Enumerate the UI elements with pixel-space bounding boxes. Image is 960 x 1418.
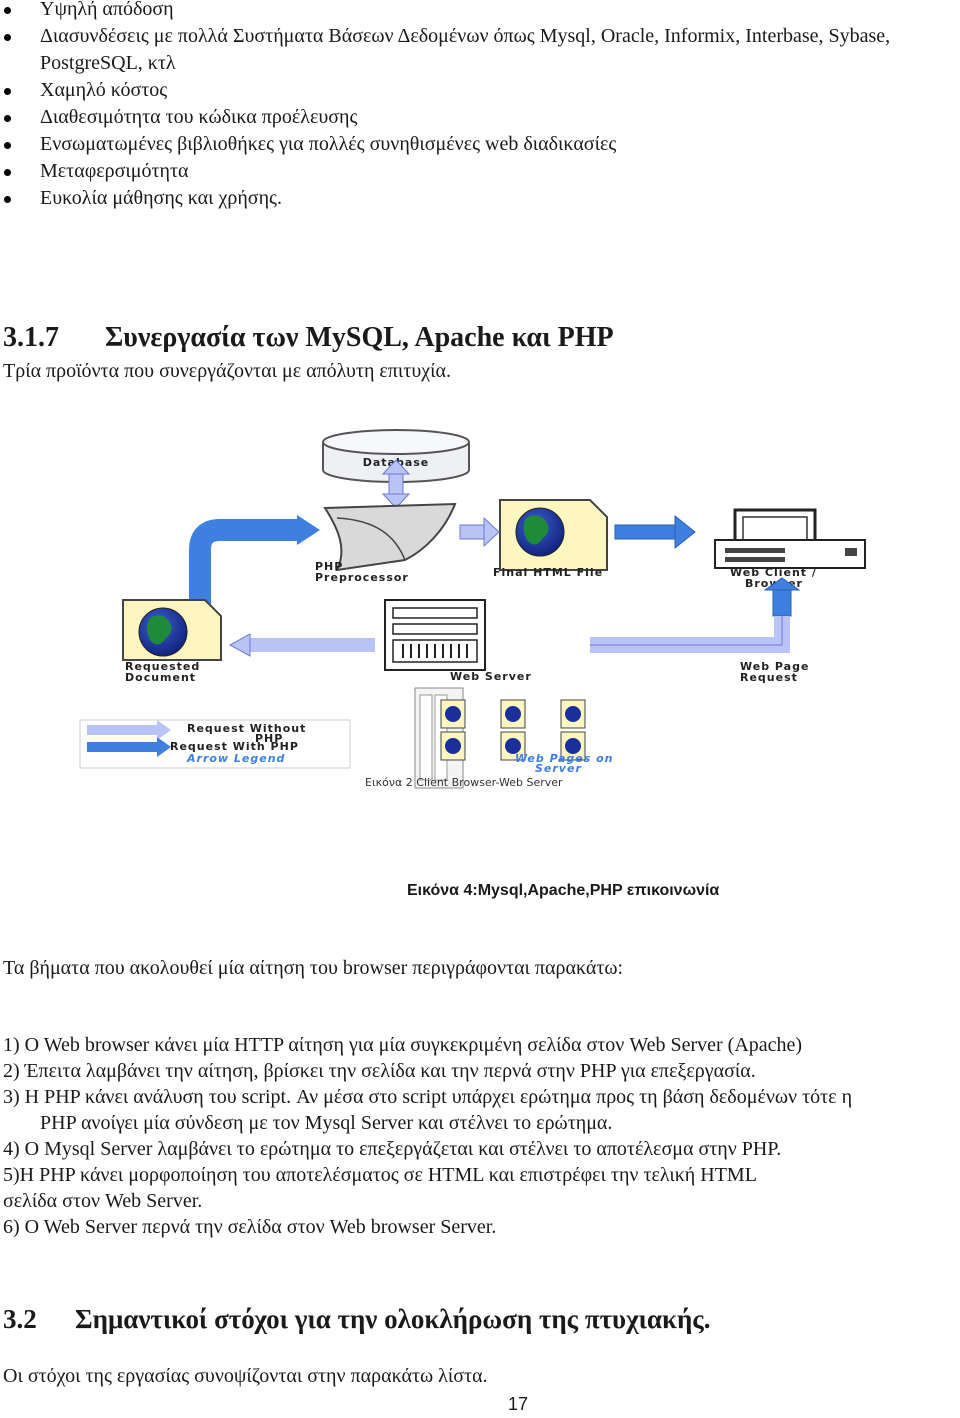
list-item: Ευκολία μάθησης και χρήσης.	[0, 185, 950, 212]
figure-inner-caption: Εικόνα 2 Client Browser-Web Server	[365, 776, 563, 789]
client-request-arrow: Web Page Request	[590, 577, 809, 684]
step-item-continuation: σελίδα στον Web Server.	[3, 1190, 203, 1212]
feature-list: Υψηλή απόδοση Διασυνδέσεις με πολλά Συστ…	[0, 0, 950, 212]
legend-without-label: Request Without	[187, 722, 306, 735]
web-page-file-icon	[500, 699, 526, 729]
page-number: 17	[508, 1394, 529, 1414]
requested-label: Requested	[125, 660, 200, 673]
php-label: PHP	[315, 560, 343, 573]
final-html-doc-icon: Final HTML File	[493, 499, 608, 579]
web-page-file-icon	[560, 731, 586, 761]
final-html-label: Final HTML File	[493, 566, 603, 579]
web-client-computer-icon: Web Client / Browser	[714, 508, 866, 590]
figure-caption: Εικόνα 4:Mysql,Apache,PHP επικοινωνία	[407, 882, 720, 899]
server-pages-icon: Web Pages on Server	[414, 687, 613, 789]
server-to-doc-arrow	[228, 633, 375, 657]
bullet-icon	[4, 7, 11, 14]
bullet-icon	[4, 115, 11, 122]
bullet-icon	[4, 88, 11, 95]
db-php-arrow	[381, 459, 411, 509]
step-item: 2) Έπειτα λαμβάνει την αίτηση, βρίσκει τ…	[3, 1060, 756, 1082]
doc-to-php-arrow	[189, 515, 320, 610]
preprocessor-label: Preprocessor	[315, 571, 409, 584]
list-item: Υψηλή απόδοση	[0, 0, 950, 23]
step-item: 1) O Web browser κάνει μία HTTP αίτηση γ…	[3, 1034, 803, 1056]
web-server-icon: Web Server	[384, 599, 532, 683]
php-preprocessor-icon: PHP Preprocessor	[315, 502, 457, 584]
requested-document-icon: Requested Document	[122, 599, 222, 684]
step-item: 4) O Mysql Server λαμβάνει το ερώτημα το…	[3, 1138, 782, 1160]
step-item-continuation: PHP ανοίγει μία σύνδεση με τον Mysql Ser…	[40, 1112, 613, 1134]
html-to-client-arrow	[614, 514, 696, 550]
document-label: Document	[125, 671, 196, 684]
legend-title: Arrow Legend	[186, 752, 285, 765]
pages-on-label: Web Pages on	[515, 752, 613, 765]
section-heading: 3.1.7 Συνεργασία των MySQL, Apache και PH…	[3, 322, 614, 354]
list-item: Χαμηλό κόστος	[0, 77, 950, 104]
web-page-file-icon	[560, 699, 586, 729]
list-item: Μεταφερσιμότητα	[0, 158, 950, 185]
bullet-icon	[4, 196, 11, 203]
list-item: Διαθεσιμότητα του κώδικα προέλευσης	[0, 104, 950, 131]
list-item: Ενσωματωμένες βιβλιοθήκες για πολλές συν…	[0, 131, 950, 158]
steps-intro: Τα βήματα που ακολουθεί μία αίτηση του b…	[3, 957, 624, 979]
bullet-icon	[4, 169, 11, 176]
client-server-diagram: Database PHP Preprocessor Final HTML Fil…	[79, 429, 866, 789]
web-page-file-icon	[500, 731, 526, 761]
section-title: Συνεργασία των MySQL, Apache και PHP	[105, 322, 614, 353]
legend-arrow-blue-icon	[87, 737, 171, 757]
step-item: 3) Η PHP κάνει ανάλυση του script. Αν μέ…	[3, 1086, 853, 1108]
step-item: 6) O Web Server περνά την σελίδα στον We…	[3, 1216, 497, 1238]
section-number: 3.1.7	[3, 322, 59, 353]
php-to-html-arrow	[459, 516, 500, 548]
web-page-file-icon	[440, 731, 466, 761]
legend-with-label: Request With PHP	[170, 740, 299, 753]
section-intro: Οι στόχοι της εργασίας συνοψίζονται στην…	[3, 1365, 488, 1387]
web-page-label: Web Page	[740, 660, 809, 673]
server-pages-label: Server	[535, 762, 582, 775]
bullet-icon	[4, 142, 11, 149]
request-label: Request	[740, 671, 798, 684]
arrow-legend: Request Without PHP Request With PHP Arr…	[79, 719, 351, 769]
section-intro: Τρία προϊόντα που συνεργάζονται με απόλυ…	[3, 360, 451, 382]
step-item: 5)Η PHP κάνει μορφοποίηση του αποτελέσμα…	[3, 1164, 757, 1186]
web-server-label: Web Server	[450, 670, 532, 683]
section-heading: 3.2 Σημαντικοί στόχοι για την ολοκλήρωση …	[3, 1304, 710, 1335]
bullet-icon	[4, 34, 11, 41]
section-number: 3.2	[3, 1304, 37, 1334]
legend-arrow-lavender-icon	[87, 720, 171, 740]
web-page-file-icon	[440, 699, 466, 729]
web-client-label: Web Client /	[730, 566, 817, 579]
list-item: Διασυνδέσεις με πολλά Συστήματα Βάσεων Δ…	[0, 23, 950, 77]
section-title: Σημαντικοί στόχοι για την ολοκλήρωση της…	[75, 1304, 711, 1334]
legend-php-label: PHP	[255, 732, 283, 745]
